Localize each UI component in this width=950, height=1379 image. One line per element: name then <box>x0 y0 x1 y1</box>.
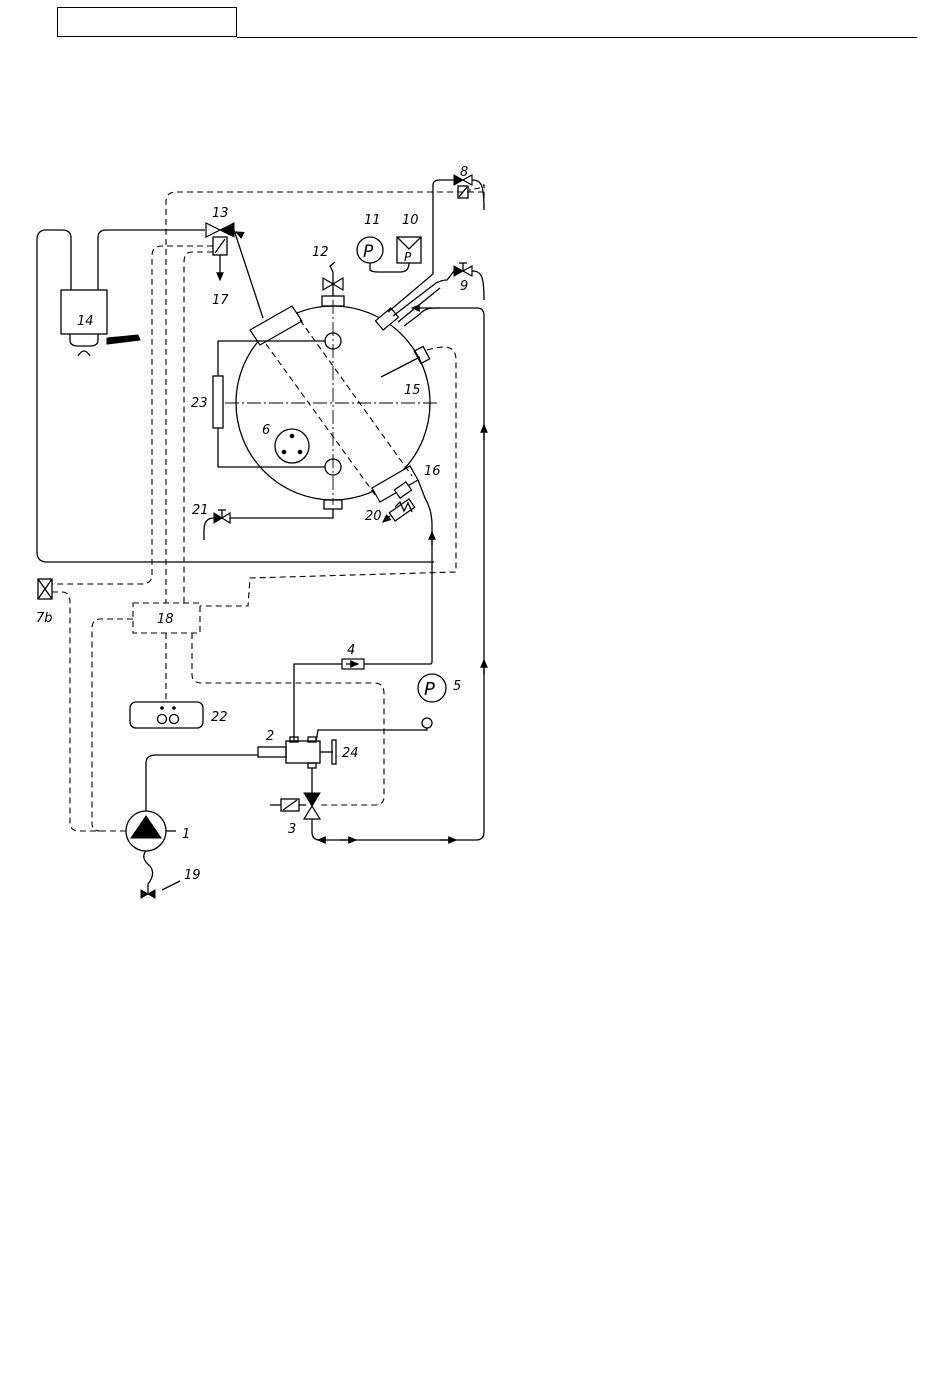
label-17: 17 <box>212 293 229 308</box>
label-3: 3 <box>288 822 296 837</box>
svg-text:P: P <box>424 679 435 700</box>
label-20: 20 <box>365 509 382 524</box>
level-gauge-glass <box>213 341 325 467</box>
svg-text:P: P <box>363 242 374 262</box>
label-2: 2 <box>266 729 274 744</box>
label-13: 13 <box>212 206 229 221</box>
keypad <box>130 702 203 728</box>
labels: 1 2 3 4 5 6 7b 8 9 10 11 12 13 14 15 16 … <box>36 165 468 883</box>
label-14: 14 <box>77 314 94 329</box>
label-9: 9 <box>460 279 468 294</box>
label-4: 4 <box>347 643 355 658</box>
check-valve <box>342 659 364 669</box>
manometer-boiler: P <box>357 237 409 272</box>
label-6: 6 <box>262 423 270 438</box>
valve-9 <box>454 263 484 300</box>
safety-thermostat <box>38 579 52 599</box>
pressostat: P <box>397 237 421 264</box>
label-1: 1 <box>182 827 190 842</box>
heating-element <box>275 429 309 463</box>
label-24: 24 <box>342 746 359 761</box>
label-22: 22 <box>211 710 228 725</box>
label-5: 5 <box>453 679 461 694</box>
label-8: 8 <box>460 165 468 180</box>
label-7b: 7b <box>36 611 53 626</box>
label-23: 23 <box>191 396 208 411</box>
label-21: 21 <box>192 503 209 518</box>
label-19: 19 <box>184 868 201 883</box>
label-10: 10 <box>402 213 419 228</box>
label-11: 11 <box>364 213 381 228</box>
manometer-pump: P <box>316 674 446 742</box>
heat-exchanger <box>250 306 418 502</box>
drain-tap <box>204 509 333 540</box>
label-12: 12 <box>312 245 329 260</box>
vacuum-valve <box>323 262 343 296</box>
label-15: 15 <box>404 383 421 398</box>
label-16: 16 <box>424 464 441 479</box>
svg-text:P: P <box>404 250 412 264</box>
label-18: 18 <box>157 612 174 627</box>
